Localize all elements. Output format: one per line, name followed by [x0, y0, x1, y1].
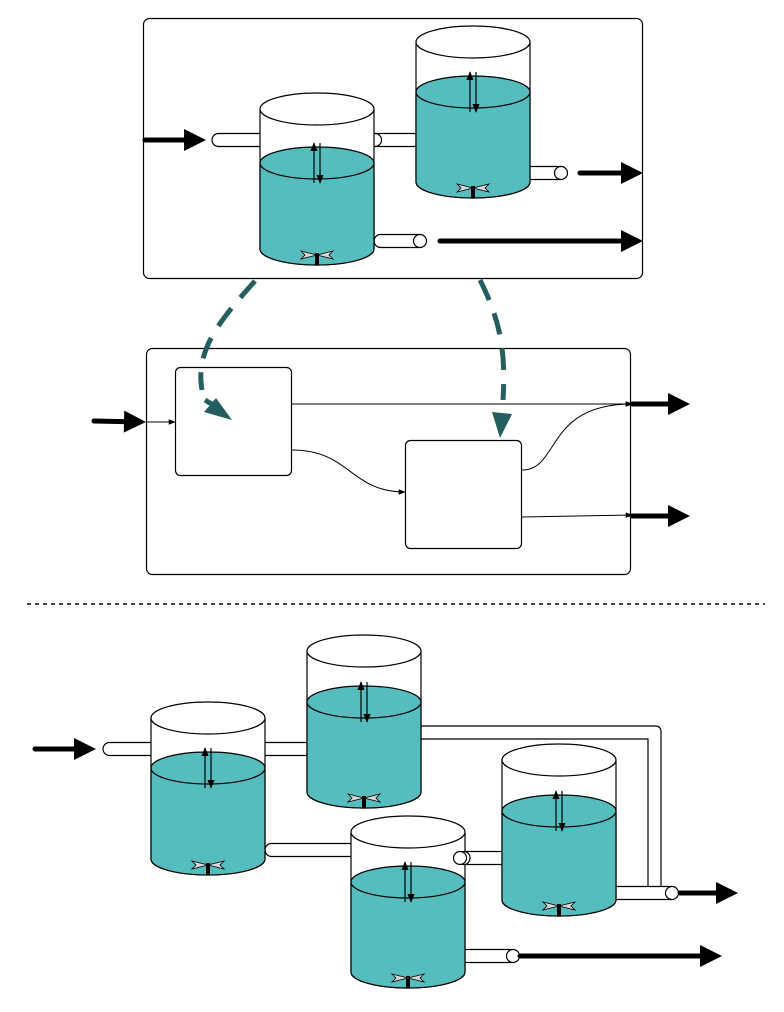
- arrow-head: [184, 129, 206, 151]
- tank-top: [350, 815, 466, 849]
- pipe-e-f-end: [452, 850, 471, 866]
- outflow-arrow-b: [577, 162, 643, 184]
- pipe-end: [553, 165, 569, 181]
- pipe-end: [664, 885, 680, 901]
- water-surface: [306, 685, 422, 719]
- water-body: [306, 701, 422, 809]
- arrow-head: [700, 945, 722, 967]
- arrow-head: [621, 230, 643, 252]
- pipe-c-d: [257, 741, 313, 757]
- mapping-arrow-1: [198, 279, 257, 391]
- tank-d: [306, 634, 422, 809]
- pipe-body: [257, 741, 313, 757]
- arrow-head: [716, 882, 738, 904]
- block-outflow-arrow-2: [629, 505, 690, 527]
- outflow-arrow-f: [677, 882, 738, 904]
- pipe-edge: [420, 738, 649, 886]
- mapping-arrowhead-2: [492, 412, 512, 438]
- water-surface: [415, 75, 531, 109]
- tank-f: [501, 743, 617, 917]
- tank-top: [501, 743, 617, 777]
- flow-line-out: [521, 512, 633, 518]
- impeller-icon: [541, 901, 577, 911]
- tank-b: [415, 25, 531, 199]
- outlet-pipe-b: [522, 165, 569, 181]
- mapping-arrow-1-tip: [203, 397, 220, 411]
- outlet-pipe-f: [609, 885, 680, 901]
- water-body: [415, 91, 531, 199]
- flow-line-transfer: [291, 449, 406, 495]
- inflow-arrow-c: [32, 738, 96, 760]
- water-body: [350, 881, 466, 989]
- tank-c: [150, 701, 266, 876]
- block-reactor-1: [174, 366, 293, 477]
- tank-a: [259, 92, 375, 266]
- arrow-shaft: [91, 418, 127, 425]
- impeller-shaft: [471, 186, 475, 198]
- outflow-arrow-a: [437, 230, 643, 252]
- impeller-icon: [455, 183, 491, 193]
- water-surface: [259, 146, 375, 180]
- water-body: [150, 767, 266, 876]
- flow-line-merge: [521, 401, 633, 471]
- outlet-pipe-a: [373, 233, 428, 249]
- water-surface: [350, 865, 466, 899]
- impeller-icon: [299, 250, 335, 260]
- water-body: [501, 810, 617, 917]
- tank-top: [150, 701, 266, 735]
- arrow-head: [668, 393, 690, 415]
- pipe-body: [264, 842, 363, 858]
- tank-top: [306, 634, 422, 668]
- tank-top: [415, 25, 531, 59]
- water-surface: [150, 751, 266, 785]
- water-body: [259, 162, 375, 266]
- impeller-icon: [390, 973, 426, 983]
- pipe-end: [452, 850, 468, 866]
- arrow-head: [668, 505, 690, 527]
- tank-top: [259, 92, 375, 126]
- pipe-edge: [420, 725, 662, 899]
- block-outflow-arrow-1: [629, 393, 690, 415]
- inflow-arrow: [142, 129, 206, 151]
- pipe-c-e: [264, 842, 366, 858]
- outflow-arrow-e: [517, 945, 722, 967]
- water-surface: [501, 794, 617, 828]
- pipe-body: [102, 741, 159, 757]
- impeller-icon: [346, 793, 382, 803]
- impeller-shaft: [362, 796, 366, 808]
- mapping-arrowhead-1: [204, 398, 232, 420]
- outlet-pipe-e: [459, 948, 521, 964]
- pipe-end: [412, 233, 428, 249]
- impeller-shaft: [557, 904, 561, 916]
- impeller-shaft: [406, 976, 410, 988]
- block-inflow-arrow: [91, 410, 146, 433]
- return-double-pipe: [420, 725, 662, 899]
- pipe-inner: [420, 729, 657, 893]
- block-reactor-2: [404, 439, 523, 550]
- mapping-arrow-2: [477, 278, 507, 401]
- impeller-icon: [190, 860, 226, 870]
- transfer-pipe: [366, 132, 421, 148]
- impeller-shaft: [206, 863, 210, 875]
- arrow-head: [74, 738, 96, 760]
- impeller-shaft: [315, 253, 319, 265]
- arrow-head: [123, 410, 146, 433]
- tank-e: [350, 815, 466, 989]
- arrow-head: [621, 162, 643, 184]
